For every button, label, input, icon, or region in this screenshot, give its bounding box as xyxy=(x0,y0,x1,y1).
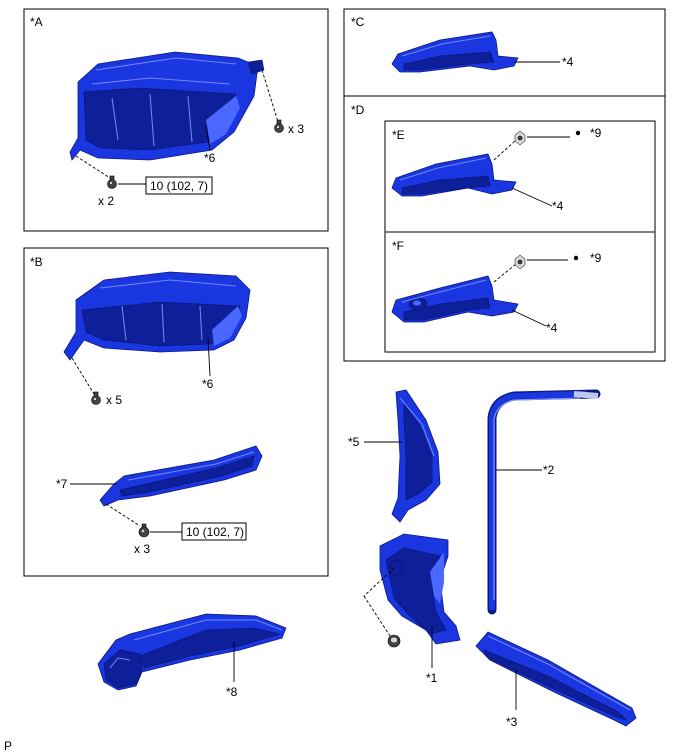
panel-d-label: *D xyxy=(351,103,365,117)
part4-label-c: *4 xyxy=(562,55,574,69)
bullet-dot-f xyxy=(573,255,579,261)
torque-value-a: 10 (102, 7) xyxy=(150,179,208,193)
part7-label: *7 xyxy=(56,477,68,491)
screw-count-a-right: x 3 xyxy=(288,122,304,136)
screw-path-a-right xyxy=(261,69,279,123)
panel-d-frame xyxy=(343,95,666,362)
upper-instrument-panel-b xyxy=(63,271,251,361)
torque-box-a xyxy=(145,176,213,195)
bullet-dot-e xyxy=(575,130,581,136)
screw-count-a-left: x 2 xyxy=(98,194,114,208)
panel-c: *C *4 xyxy=(343,8,666,97)
lower-reinforcement-part7 xyxy=(99,445,263,507)
panel-d: *D *E *9 *4 *F xyxy=(343,95,666,362)
panel-c-label: *C xyxy=(351,15,365,29)
lower-panel-part8 xyxy=(97,613,287,691)
panel-e-label: *E xyxy=(392,128,405,142)
screw-path-b-upper xyxy=(71,357,95,395)
panel-b-frame xyxy=(23,247,329,577)
front-pillar-garnish-e xyxy=(391,153,517,197)
part4-leader-e xyxy=(511,187,553,207)
part5-label: *5 xyxy=(348,435,360,449)
panel-b: *B x 5 *6 *7 xyxy=(23,247,329,577)
torque-box-b xyxy=(181,522,247,541)
clip-path-f xyxy=(493,263,517,283)
panel-f: *F *9 *4 xyxy=(384,231,656,353)
part3-label: *3 xyxy=(506,715,518,729)
panel-a: *A x 3 10 (102, 7) xyxy=(23,8,329,232)
screw-icon xyxy=(274,119,284,133)
door-opening-trim-part2 xyxy=(487,389,601,615)
part4-leader-f xyxy=(511,309,547,327)
upper-instrument-panel-a xyxy=(69,51,265,161)
part8-label: *8 xyxy=(226,685,238,699)
part4-label-f: *4 xyxy=(546,321,558,335)
scuff-plate-part3 xyxy=(475,631,637,727)
panel-f-label: *F xyxy=(392,239,404,253)
clip-icon xyxy=(514,130,526,146)
part6-label-a: *6 xyxy=(204,151,216,165)
screw-icon xyxy=(107,175,117,189)
screw-count-b-upper: x 5 xyxy=(106,393,122,407)
clip-icon xyxy=(514,254,526,270)
part6-leader-a xyxy=(205,125,211,151)
torque-value-b: 10 (102, 7) xyxy=(186,525,244,539)
part1-label: *1 xyxy=(426,671,438,685)
clip-icon xyxy=(387,634,401,648)
part9-label-f: *9 xyxy=(590,251,602,265)
diagram-code: P xyxy=(4,739,12,753)
cowl-side-trim-part1 xyxy=(379,533,461,645)
pillar-trim-part5 xyxy=(391,389,441,523)
part6-label-b: *6 xyxy=(202,377,214,391)
part4-label-e: *4 xyxy=(552,199,564,213)
panel-a-frame xyxy=(23,8,329,232)
screw-icon xyxy=(138,523,150,538)
clip-path-1a xyxy=(363,567,395,597)
screw-path-b-lower xyxy=(105,503,141,527)
part2-label: *2 xyxy=(543,463,555,477)
panel-f-frame xyxy=(384,231,656,353)
screw-path-a-left xyxy=(75,155,111,179)
front-pillar-garnish-c xyxy=(391,31,519,73)
screw-icon xyxy=(91,391,101,405)
part9-label-e: *9 xyxy=(590,126,602,140)
panel-e: *E *9 *4 xyxy=(384,120,656,233)
clip-path-1b xyxy=(363,595,391,637)
clip-path-e xyxy=(493,139,517,161)
panel-b-label: *B xyxy=(30,255,43,269)
panel-a-label: *A xyxy=(30,15,43,29)
screw-count-b-lower: x 3 xyxy=(134,542,150,556)
panel-c-frame xyxy=(343,8,666,97)
front-pillar-garnish-f xyxy=(391,275,519,323)
part6-leader-b xyxy=(207,337,211,377)
